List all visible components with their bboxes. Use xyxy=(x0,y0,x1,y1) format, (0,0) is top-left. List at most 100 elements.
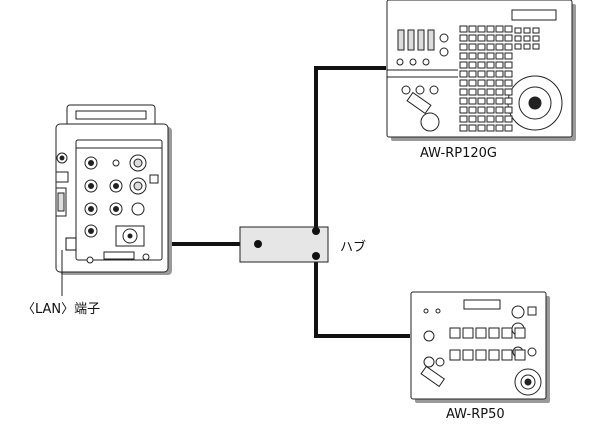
rp120g-button xyxy=(504,61,513,69)
rp120g-button xyxy=(504,106,513,114)
rp120g-model-label: AW-RP120G xyxy=(420,146,497,161)
rp50-button xyxy=(475,349,487,361)
rp120g-button-grid xyxy=(459,25,540,132)
rp120g-button xyxy=(468,115,477,123)
rp120g-button xyxy=(486,88,495,96)
rp120g-top-button xyxy=(514,35,522,42)
rp120g-button xyxy=(486,79,495,87)
rp120g-button xyxy=(495,61,504,69)
lan-port-label: 〈LAN〉端子 xyxy=(22,302,101,317)
cable-hub-to-rp120g xyxy=(314,66,386,230)
cable-hub-to-rp50 xyxy=(314,256,410,338)
rp120g-top-button xyxy=(532,43,540,50)
rp120g-button xyxy=(486,25,495,33)
rp120g-button xyxy=(459,124,468,132)
rp50-button xyxy=(501,349,513,361)
rp120g-button xyxy=(468,124,477,132)
rp120g-button xyxy=(495,106,504,114)
rp120g-button xyxy=(477,61,486,69)
rp120g-button xyxy=(477,79,486,87)
rp120g-button xyxy=(504,70,513,78)
rp120g-button xyxy=(504,34,513,42)
rp120g-button xyxy=(477,88,486,96)
rp120g-button xyxy=(468,97,477,105)
rp120g-button xyxy=(468,61,477,69)
hub-label: ハブ xyxy=(340,240,367,255)
rp120g-button xyxy=(477,43,486,51)
rp120g-button xyxy=(477,115,486,123)
rp120g-button xyxy=(504,97,513,105)
rp50-button xyxy=(462,327,474,339)
rp120g-button xyxy=(495,88,504,96)
rp120g-button xyxy=(495,43,504,51)
rp120g-button xyxy=(459,97,468,105)
rp120g-button xyxy=(495,34,504,42)
rp50-button xyxy=(475,327,487,339)
rp120g-button xyxy=(495,79,504,87)
rp120g-button xyxy=(486,97,495,105)
rp50-button xyxy=(449,327,461,339)
hub-port-camera xyxy=(254,240,262,248)
rp120g-button xyxy=(486,34,495,42)
rp120g-top-button xyxy=(514,43,522,50)
rp120g-top-button xyxy=(514,27,522,34)
rp120g-top-button xyxy=(532,35,540,42)
rp50-button xyxy=(488,349,500,361)
rp120g-button xyxy=(459,70,468,78)
rp120g-button xyxy=(477,124,486,132)
rp120g-button xyxy=(486,61,495,69)
rp120g-top-button xyxy=(523,35,531,42)
rp50-button xyxy=(449,349,461,361)
rp120g-button xyxy=(477,25,486,33)
rp120g-button xyxy=(486,124,495,132)
rp120g-top-button xyxy=(523,27,531,34)
rp120g-button xyxy=(477,70,486,78)
camera-rear-panel-icon xyxy=(55,104,172,275)
rp120g-button xyxy=(459,79,468,87)
rp50-button xyxy=(514,349,526,361)
rp120g-button xyxy=(495,124,504,132)
hub-icon xyxy=(239,226,329,263)
rp120g-button xyxy=(468,70,477,78)
rp120g-button xyxy=(468,52,477,60)
remote-camera-controller-small-icon xyxy=(410,291,550,403)
rp120g-button xyxy=(468,34,477,42)
hub-port-rp120g xyxy=(312,227,320,235)
rp120g-button xyxy=(459,61,468,69)
rp120g-top-button xyxy=(532,27,540,34)
rp120g-button xyxy=(486,52,495,60)
rp120g-button xyxy=(486,106,495,114)
rp120g-button xyxy=(477,97,486,105)
rp120g-button xyxy=(468,43,477,51)
rp120g-button xyxy=(477,52,486,60)
rp120g-button xyxy=(504,88,513,96)
rp120g-button xyxy=(504,115,513,123)
rp50-button xyxy=(501,327,513,339)
rp120g-button xyxy=(495,115,504,123)
rp120g-top-button xyxy=(523,43,531,50)
rp120g-button xyxy=(504,124,513,132)
rp50-button xyxy=(514,327,526,339)
rp120g-button xyxy=(477,106,486,114)
rp50-button xyxy=(488,327,500,339)
rp120g-button xyxy=(495,97,504,105)
rp120g-button xyxy=(504,25,513,33)
rp120g-button xyxy=(459,25,468,33)
camera-lan-port xyxy=(65,237,77,251)
rp120g-button xyxy=(504,52,513,60)
rp120g-button xyxy=(459,106,468,114)
rp120g-button xyxy=(459,115,468,123)
rp50-model-label: AW-RP50 xyxy=(446,407,505,422)
rp50-button-grid xyxy=(449,327,526,361)
rp120g-button xyxy=(495,25,504,33)
rp120g-button xyxy=(459,43,468,51)
rp120g-button xyxy=(486,70,495,78)
rp120g-button xyxy=(504,79,513,87)
rp50-button xyxy=(462,349,474,361)
rp120g-button xyxy=(486,115,495,123)
rp120g-button xyxy=(459,88,468,96)
rp120g-button xyxy=(486,43,495,51)
rp120g-button xyxy=(495,52,504,60)
rp120g-button xyxy=(459,34,468,42)
